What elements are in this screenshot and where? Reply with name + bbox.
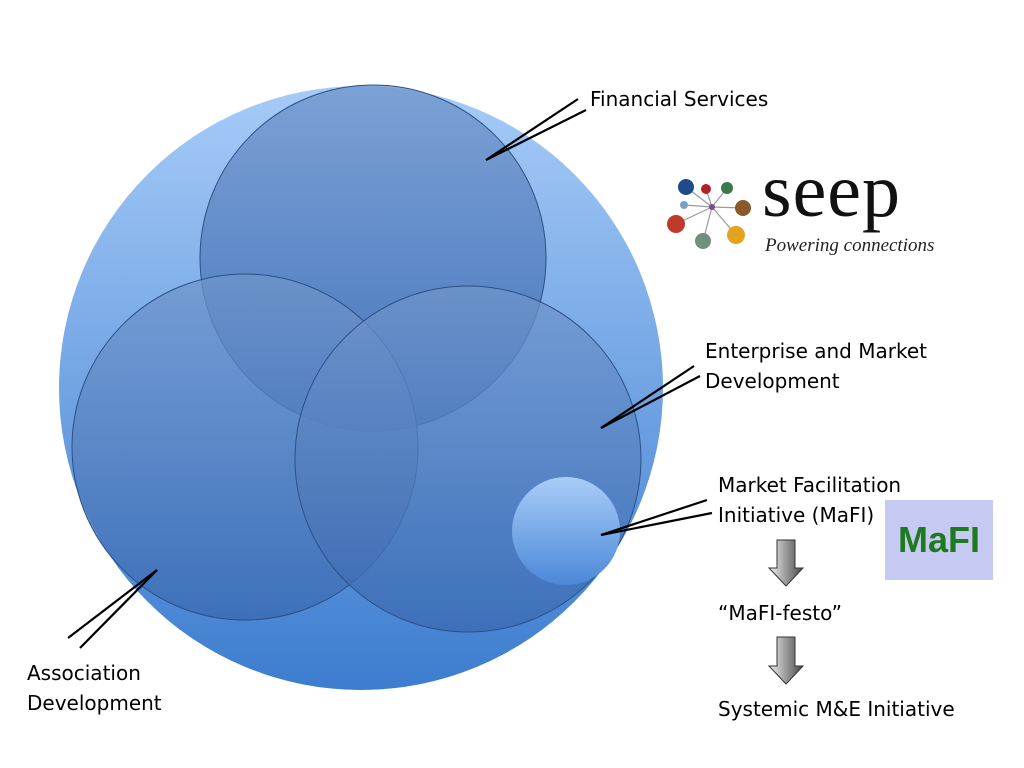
down-arrow-2 [767, 636, 805, 685]
label-systemic-me: Systemic M&E Initiative [718, 697, 955, 721]
down-arrow-1 [767, 539, 805, 587]
enterprise-market-circle [294, 285, 642, 633]
seep-logo: seep Powering connections [660, 151, 980, 270]
mafi-badge: MaFI [885, 500, 993, 580]
mafi-badge-text: MaFI [897, 519, 980, 560]
label-financial-services: Financial Services [590, 87, 769, 111]
mafi-circle [512, 477, 620, 585]
label-mafi-line2: Initiative (MaFI) [718, 503, 875, 527]
seep-wordmark: seep [762, 149, 902, 233]
label-enterprise-market: Enterprise and Market Development [705, 336, 927, 396]
callout-financial [485, 98, 587, 161]
label-enterprise-line1: Enterprise and Market [705, 339, 927, 363]
label-association: Association Development [27, 658, 162, 718]
callout-association [67, 569, 158, 649]
label-enterprise-line2: Development [705, 369, 840, 393]
label-association-line1: Association [27, 661, 141, 685]
label-mafi: Market Facilitation Initiative (MaFI) [718, 470, 901, 530]
seep-network-icon [667, 179, 751, 249]
label-mafi-festo: “MaFI-festo” [718, 601, 842, 625]
callout-enterprise [600, 365, 701, 429]
label-association-line2: Development [27, 691, 162, 715]
callout-mafi [600, 498, 713, 537]
seep-tagline: Powering connections [765, 235, 935, 256]
label-mafi-line1: Market Facilitation [718, 473, 902, 497]
